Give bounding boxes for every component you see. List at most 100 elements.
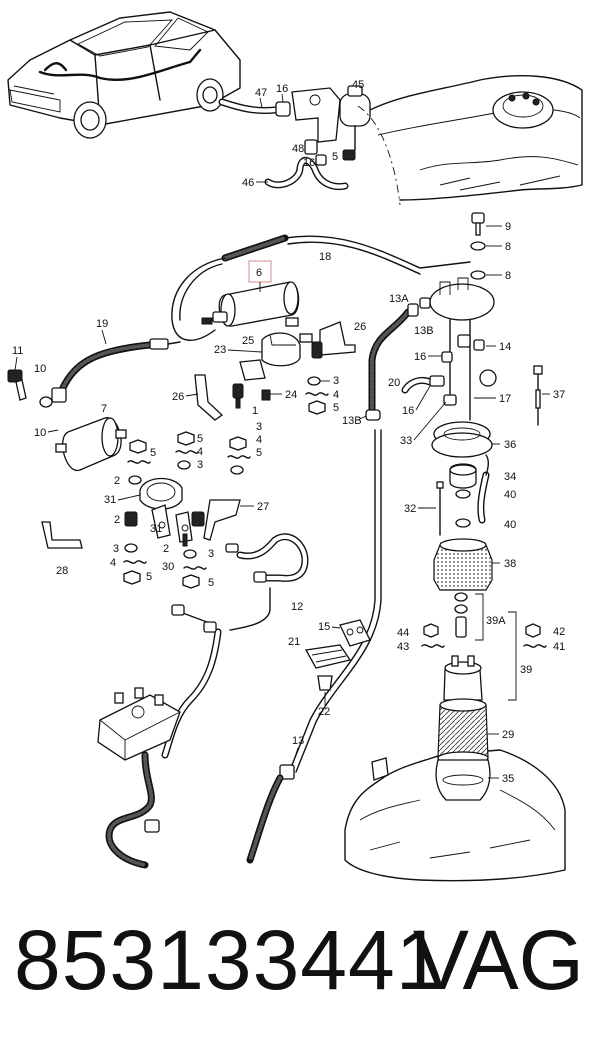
fuel-tank-lower <box>344 749 566 882</box>
callout-17: 17 <box>499 393 511 405</box>
callout-35: 35 <box>502 773 514 785</box>
callout-13B: 13B <box>342 415 362 427</box>
callout-5: 5 <box>333 402 339 414</box>
callout-14: 14 <box>499 341 511 353</box>
callout-41: 41 <box>553 641 565 653</box>
callout-12: 12 <box>291 601 303 613</box>
washer-10a <box>39 396 53 408</box>
callout-3: 3 <box>333 375 339 387</box>
callout-33: 33 <box>400 435 412 447</box>
callout-3: 3 <box>256 421 262 433</box>
callout-6: 6 <box>256 267 262 279</box>
nuts-and-washers-group-b <box>123 533 207 589</box>
bolt-and-washers-9-8 <box>470 212 486 280</box>
callout-19: 19 <box>96 318 108 330</box>
pump-connector-39A <box>454 592 484 641</box>
leader-line-tank <box>357 105 401 206</box>
callout-38: 38 <box>504 558 516 570</box>
callout-26: 26 <box>354 321 366 333</box>
callout-13A: 13A <box>389 293 409 305</box>
callout-5: 5 <box>150 447 156 459</box>
brand-name: VAG <box>412 913 584 1007</box>
callout-10: 10 <box>34 363 46 375</box>
fuel-sender-unit <box>401 277 497 421</box>
callout-39: 39 <box>520 664 532 676</box>
callout-4: 4 <box>333 389 339 401</box>
grommet-22 <box>317 675 333 691</box>
callout-2: 2 <box>114 514 120 526</box>
callout-3: 3 <box>208 548 214 560</box>
hose-13A <box>365 303 419 421</box>
callout-7: 7 <box>101 403 107 415</box>
callout-40: 40 <box>504 489 516 501</box>
nuts-and-washers-group-a <box>127 376 329 485</box>
callout-20: 20 <box>388 377 400 389</box>
car-silhouette-icon <box>7 11 241 139</box>
callout-27: 27 <box>257 501 269 513</box>
callout-1: 1 <box>252 405 258 417</box>
callout-46: 46 <box>242 177 254 189</box>
fuel-filter-icon <box>55 417 127 471</box>
callout-32: 32 <box>404 503 416 515</box>
fuel-distributor <box>97 687 181 761</box>
insulator-21 <box>304 644 352 669</box>
callout-18: 18 <box>319 251 331 263</box>
callout-4: 4 <box>256 434 262 446</box>
callout-45: 45 <box>352 79 364 91</box>
bracket-28 <box>41 521 83 549</box>
callout-11: 11 <box>12 345 23 357</box>
callout-30: 30 <box>162 561 174 573</box>
callout-25: 25 <box>242 335 254 347</box>
nut-42 <box>523 623 547 648</box>
callout-31: 31 <box>150 523 162 535</box>
callout-9: 9 <box>505 221 511 233</box>
fuel-pump-icon <box>435 655 491 801</box>
callout-8: 8 <box>505 241 511 253</box>
callout-5: 5 <box>197 433 203 445</box>
fuel-hose-18 <box>171 234 471 341</box>
callout-16: 16 <box>402 405 414 417</box>
callout-4: 4 <box>197 446 203 458</box>
callout-3: 3 <box>197 459 203 471</box>
filter-clamp-31 <box>124 477 241 543</box>
callout-43: 43 <box>397 641 409 653</box>
pin-32 <box>436 481 444 536</box>
bracket-26 <box>194 374 224 421</box>
callout-26: 26 <box>172 391 184 403</box>
evaporative-canister-assembly <box>218 85 371 191</box>
banjo-bolt-11 <box>7 369 27 401</box>
callout-44: 44 <box>397 627 409 639</box>
callout-28: 28 <box>56 565 68 577</box>
callout-5: 5 <box>332 151 338 163</box>
fuel-pump-6 <box>201 281 300 327</box>
bracket-39 <box>508 611 517 701</box>
callout-23: 23 <box>214 344 226 356</box>
callout-2: 2 <box>163 543 169 555</box>
callout-5: 5 <box>146 571 152 583</box>
callout-31: 31 <box>104 494 116 506</box>
pump-cup-34 <box>449 454 490 528</box>
callout-47: 47 <box>255 87 267 99</box>
callout-8: 8 <box>505 270 511 282</box>
callout-13B: 13B <box>414 325 434 337</box>
pump-housing-38 <box>433 538 493 591</box>
fuel-line-19 <box>51 338 181 403</box>
callout-4: 4 <box>110 557 116 569</box>
callout-2: 2 <box>114 475 120 487</box>
callout-29: 29 <box>502 729 514 741</box>
callout-40: 40 <box>504 519 516 531</box>
sender-flange-36 <box>431 421 493 458</box>
callout-21: 21 <box>288 636 300 648</box>
dipstick-37 <box>533 365 543 426</box>
callout-42: 42 <box>553 626 565 638</box>
callout-36: 36 <box>504 439 516 451</box>
callout-5: 5 <box>256 447 262 459</box>
callout-24: 24 <box>285 389 297 401</box>
fuel-system-exploded-diagram: 6 47 16 45 48 16 5 46 9 8 8 18 13A 26 19… <box>7 11 583 882</box>
callout-16: 16 <box>276 83 288 95</box>
nut-44 <box>421 623 445 648</box>
callout-34: 34 <box>504 471 516 483</box>
rubber-mount-15 <box>339 619 371 647</box>
callout-48: 48 <box>292 143 304 155</box>
callout-37: 37 <box>553 389 565 401</box>
